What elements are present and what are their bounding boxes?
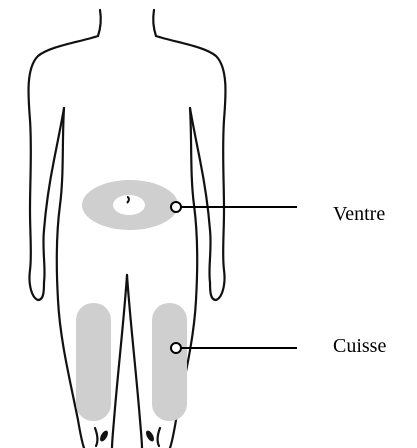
right-knee-mark <box>158 428 160 446</box>
left-inner-leg-outline <box>112 275 127 448</box>
injection-zones <box>76 180 187 421</box>
left-knee-shade <box>98 429 109 442</box>
abdomen-pointer-dot <box>171 202 181 212</box>
right-thigh-injection-zone <box>152 303 187 421</box>
left-thigh-injection-zone <box>76 303 111 421</box>
neck-left-outline <box>98 10 101 36</box>
abdomen-label: Ventre <box>333 203 385 225</box>
thigh-callout: Cuisse <box>171 335 386 357</box>
belly-button-mark <box>127 197 129 203</box>
thigh-label: Cuisse <box>333 335 386 357</box>
right-inner-leg-outline <box>127 275 142 448</box>
neck-right-outline <box>153 10 156 36</box>
abdomen-callout: Ventre <box>171 202 385 225</box>
thigh-pointer-dot <box>171 343 181 353</box>
abdomen-injection-zone <box>82 180 178 230</box>
left-knee-mark <box>95 428 97 446</box>
right-knee-shade <box>144 429 155 442</box>
